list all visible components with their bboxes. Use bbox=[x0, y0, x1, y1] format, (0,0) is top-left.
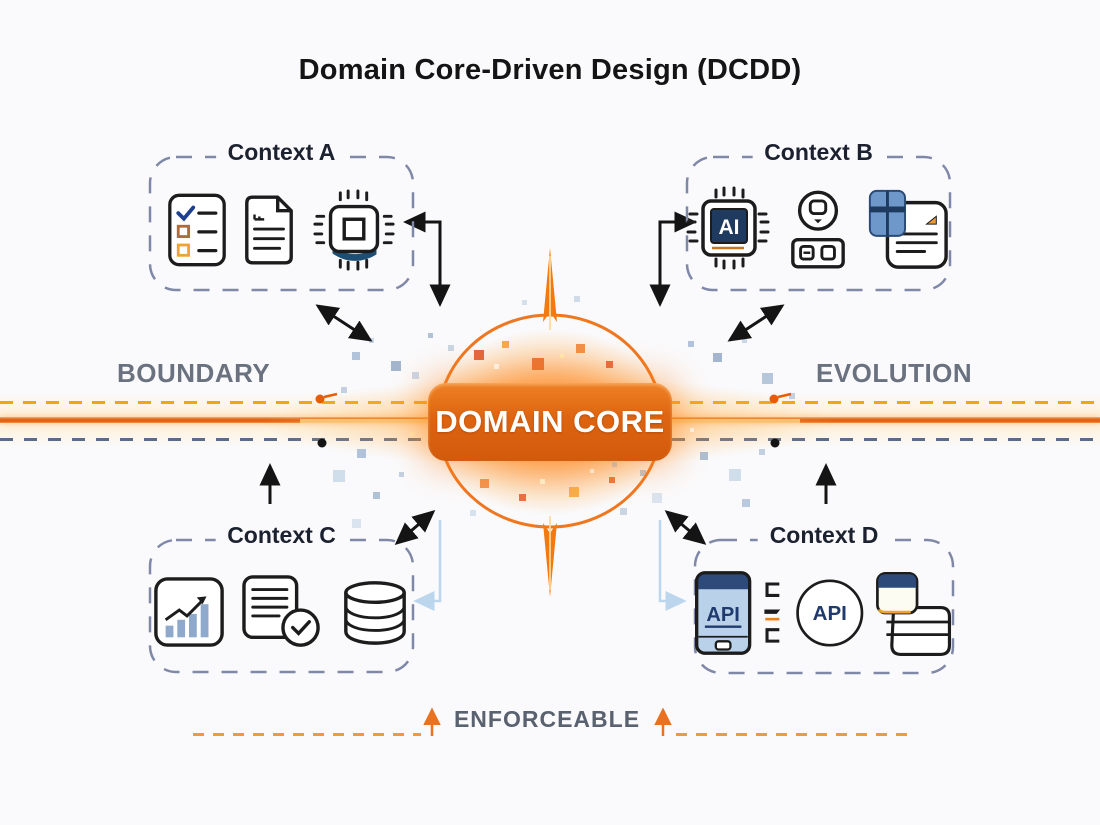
api-circle-icon: API bbox=[795, 578, 863, 647]
pixel-dust bbox=[742, 499, 750, 507]
pixel-dust bbox=[352, 352, 360, 360]
report-icon bbox=[868, 189, 948, 269]
arrow-context-b-bidirectional bbox=[727, 304, 785, 342]
bar-chart-icon bbox=[153, 577, 224, 647]
pixel-dust bbox=[369, 338, 374, 343]
boundary-label: BOUNDARY bbox=[117, 358, 271, 388]
document-icon bbox=[244, 194, 293, 265]
control-panel-icon bbox=[790, 190, 845, 268]
checklist-icon bbox=[167, 193, 226, 266]
api-circle-text: API bbox=[812, 602, 846, 625]
database-icon bbox=[343, 581, 406, 645]
context-c-box: Context C bbox=[148, 522, 415, 674]
pixel-dust bbox=[574, 296, 580, 302]
pixel-dust bbox=[522, 300, 527, 305]
database-card-icon bbox=[876, 571, 952, 656]
arrow-context-a-bidirectional bbox=[315, 304, 373, 342]
verified-document-icon bbox=[241, 575, 320, 647]
context-b-border bbox=[685, 155, 952, 292]
ai-chip-icon: AI bbox=[686, 186, 769, 269]
pixel-dust bbox=[713, 353, 722, 362]
pixel-dust bbox=[373, 492, 380, 499]
pixel-dust bbox=[352, 519, 361, 528]
diagram-title: Domain Core-Driven Design (DCDD) bbox=[298, 54, 802, 86]
context-a-label: Context A bbox=[215, 139, 348, 166]
evolution-label: EVOLUTION bbox=[816, 358, 973, 388]
enforceable-dashed-line-right bbox=[676, 733, 910, 736]
ai-chip-text: AI bbox=[718, 216, 739, 239]
context-b-box: Context B AI bbox=[685, 139, 952, 292]
context-a-box: Context A bbox=[148, 139, 415, 292]
enforceable-label: ENFORCEABLE bbox=[453, 706, 641, 732]
context-c-border bbox=[148, 538, 415, 674]
mobile-api-text: API bbox=[706, 604, 739, 626]
context-b-label: Context B bbox=[752, 139, 885, 166]
context-d-box: Context D API API bbox=[693, 522, 955, 675]
context-c-label: Context C bbox=[215, 522, 348, 549]
domain-core: DOMAIN CORE bbox=[428, 383, 672, 461]
mobile-api-icon: API bbox=[695, 570, 752, 655]
chip-icon bbox=[312, 188, 395, 271]
link-icon bbox=[764, 581, 781, 643]
enforceable-dashed-line-left bbox=[193, 733, 421, 736]
pixel-dust bbox=[742, 338, 747, 343]
context-d-label: Context D bbox=[757, 522, 891, 549]
